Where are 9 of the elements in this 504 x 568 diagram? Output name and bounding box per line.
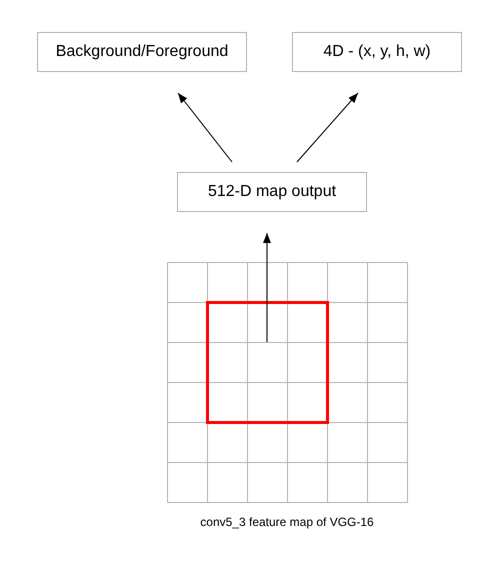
arrow <box>296 92 358 162</box>
feature-map-grid <box>167 262 408 503</box>
output-box: 4D - (x, y, h, w) <box>292 32 462 72</box>
figure-caption: conv5_3 feature map of VGG-16 <box>200 515 374 529</box>
process-box: 512-D map output <box>177 172 367 212</box>
output-box: Background/Foreground <box>37 32 247 72</box>
arrow <box>263 232 271 342</box>
sliding-window <box>206 301 329 424</box>
arrow <box>178 92 232 162</box>
